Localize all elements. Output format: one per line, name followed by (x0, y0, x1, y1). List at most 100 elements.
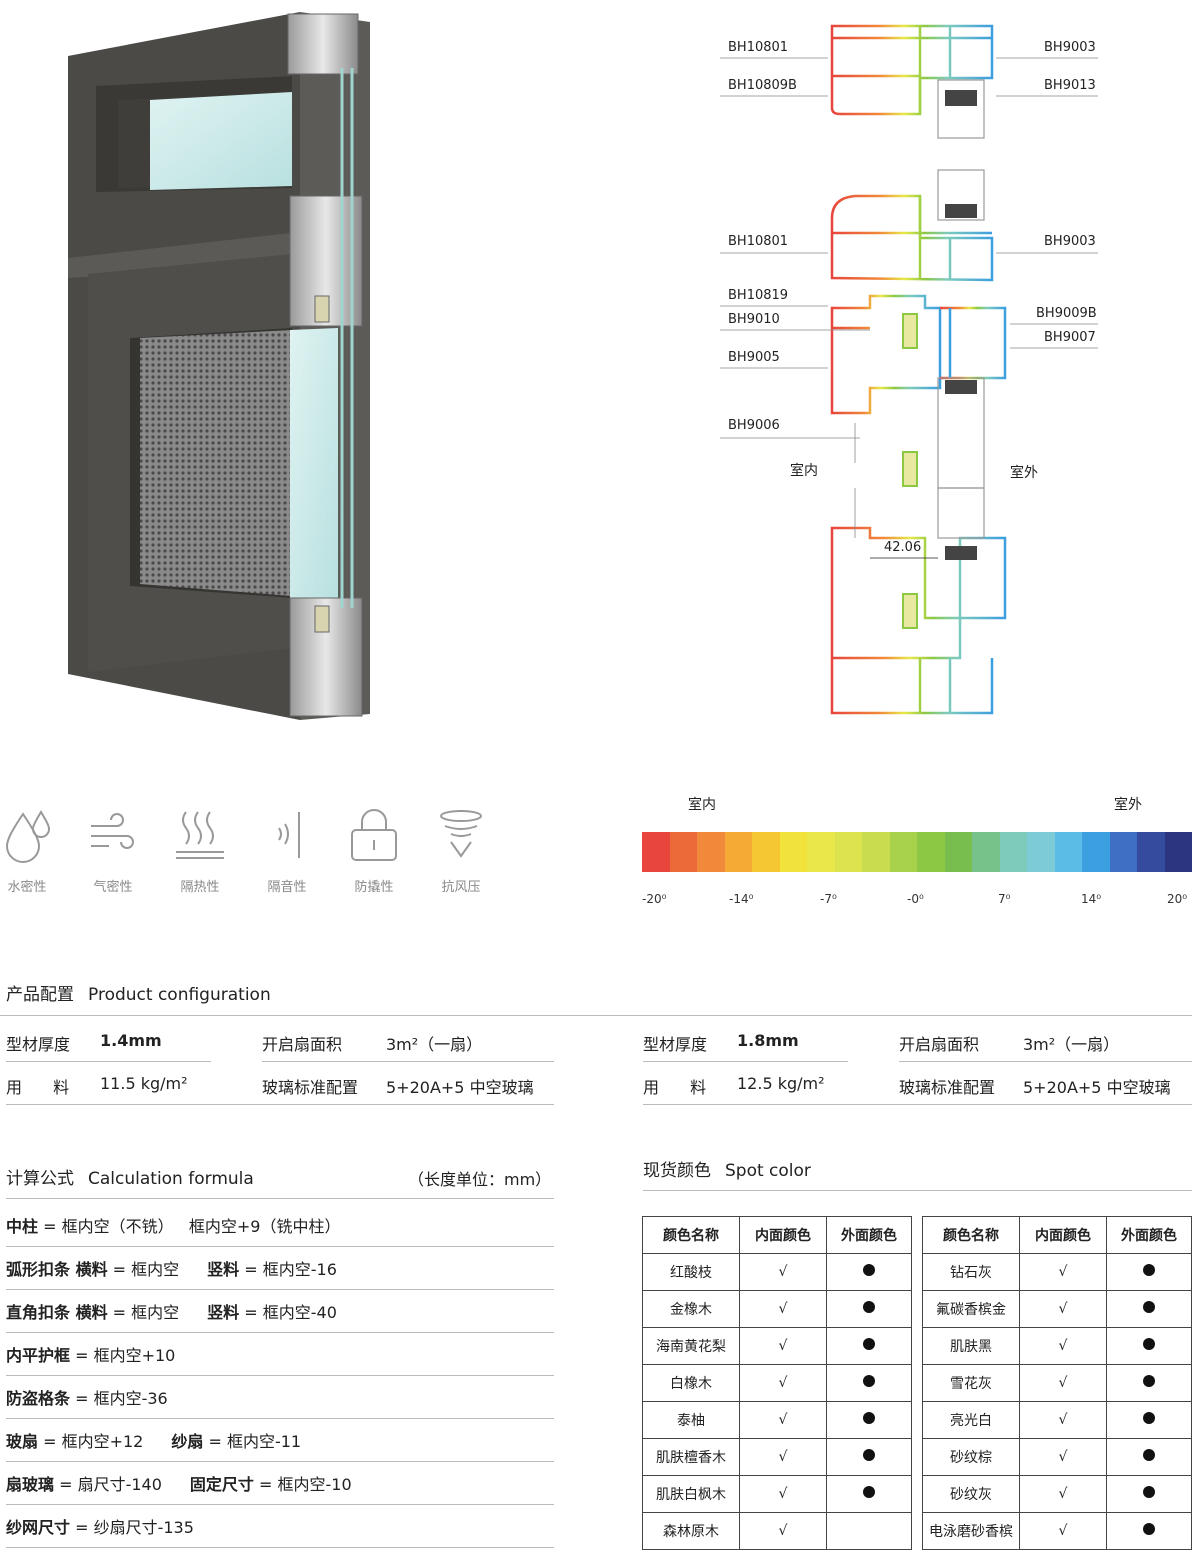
formula-value: = 框内空-10 (253, 1475, 352, 1494)
formula-key: 中柱 (6, 1217, 39, 1236)
lock-icon (351, 809, 397, 861)
check-mark: √ (1058, 1486, 1068, 1502)
formula-value: = 框内空-40 (239, 1303, 337, 1322)
sound-icon (278, 812, 300, 858)
temperature-color-scale (642, 832, 1192, 872)
feature-wind-pressure: 抗风压 (426, 808, 496, 895)
check-mark: √ (1058, 1338, 1068, 1354)
label-outdoor: 室外 (1010, 465, 1038, 481)
label-bh9013: BH9013 (1044, 78, 1096, 93)
cfg-left-area-label: 开启扇面积 (262, 1035, 343, 1054)
inner-color-cell: √ (1019, 1512, 1107, 1550)
label-bh10809b: BH10809B (728, 78, 797, 93)
formula-value: = 框内空-11 (203, 1432, 302, 1451)
col-header: 外面颜色 (1106, 1216, 1192, 1254)
inner-color-cell: √ (739, 1438, 827, 1476)
temp-tick: -20⁰ (642, 892, 667, 906)
divider (262, 1061, 554, 1062)
temp-tick: 14⁰ (1081, 892, 1102, 906)
cfg-right-thickness-value: 1.8mm (737, 1031, 799, 1050)
inner-color-cell: √ (1019, 1438, 1107, 1476)
outer-color-cell (1106, 1438, 1192, 1476)
temp-color-swatch (697, 832, 725, 872)
formula-value: = 框内空 (107, 1303, 180, 1322)
temp-color-swatch (1137, 832, 1165, 872)
formula-row: 中柱 = 框内空（不铣） 框内空+9（铣中柱） (6, 1204, 554, 1247)
label-bh9010: BH9010 (728, 312, 780, 327)
col-header: 外面颜色 (826, 1216, 912, 1254)
color-row: 白橡木√ (642, 1364, 912, 1402)
inner-color-cell: √ (1019, 1401, 1107, 1439)
color-row: 砂纹棕√ (922, 1438, 1192, 1476)
color-row: 钻石灰√ (922, 1253, 1192, 1291)
dimension-label: 42.06 (884, 540, 922, 555)
formula-row: 防盗格条 = 框内空-36 (6, 1376, 554, 1419)
outer-color-cell (1106, 1364, 1192, 1402)
cfg-right-thickness-label: 型材厚度 (643, 1035, 708, 1054)
formula-value: = 纱扇尺寸-135 (70, 1518, 194, 1537)
formula-key: 纱扇 (171, 1432, 204, 1451)
outer-color-cell (826, 1327, 912, 1365)
label-bh9009b: BH9009B (1036, 306, 1097, 321)
temp-color-swatch (1054, 832, 1082, 872)
formula-value: = 框内空-16 (239, 1260, 337, 1279)
divider (643, 1190, 1192, 1191)
check-mark: √ (778, 1523, 788, 1539)
feature-label: 气密性 (93, 880, 133, 895)
col-header: 颜色名称 (922, 1216, 1020, 1254)
inner-color-cell: √ (739, 1327, 827, 1365)
config-title-en: Product configuration (88, 985, 271, 1005)
cfg-left-material-label: 用 料 (6, 1078, 70, 1097)
formula-title-en: Calculation formula (88, 1169, 254, 1189)
available-dot-icon (1143, 1375, 1155, 1387)
temp-color-swatch (807, 832, 835, 872)
cfg-left-thickness-label: 型材厚度 (6, 1035, 71, 1054)
cfg-left-glass-value: 5+20A+5 中空玻璃 (386, 1078, 534, 1097)
available-dot-icon (1143, 1523, 1155, 1535)
color-name: 砂纹棕 (922, 1438, 1020, 1476)
temp-tick: -14⁰ (729, 892, 754, 906)
color-name: 肌肤黑 (922, 1327, 1020, 1365)
color-name: 亮光白 (922, 1401, 1020, 1439)
feature-sound-insulation: 隔音性 (252, 808, 322, 895)
available-dot-icon (1143, 1412, 1155, 1424)
tornado-icon (440, 810, 482, 858)
temp-indoor-label: 室内 (688, 797, 716, 813)
formula-value: = 框内空+12 (38, 1432, 144, 1451)
formula-value: = 框内空-36 (70, 1389, 168, 1408)
temp-color-swatch (752, 832, 780, 872)
temp-color-swatch (917, 832, 945, 872)
label-bh10819: BH10819 (728, 288, 789, 303)
available-dot-icon (1143, 1338, 1155, 1350)
divider (899, 1061, 1192, 1062)
temp-color-swatch (944, 832, 972, 872)
formula-row: 直角扣条 横料 = 框内空竖料 = 框内空-40 (6, 1290, 554, 1333)
available-dot-icon (1143, 1301, 1155, 1313)
cfg-right-glass-label: 玻璃标准配置 (899, 1078, 996, 1097)
color-name: 电泳磨砂香槟 (922, 1512, 1020, 1550)
available-dot-icon (863, 1412, 875, 1424)
formula-key: 纱网尺寸 (6, 1518, 71, 1537)
available-dot-icon (863, 1375, 875, 1387)
check-mark: √ (778, 1301, 788, 1317)
temp-color-swatch (1109, 832, 1137, 872)
temp-tick: -0⁰ (907, 892, 924, 906)
feature-label: 隔热性 (180, 880, 220, 895)
temp-color-swatch (889, 832, 917, 872)
color-name: 钻石灰 (922, 1253, 1020, 1291)
outer-color-cell (826, 1512, 912, 1550)
formula-row: 纱网尺寸 = 纱扇尺寸-135 (6, 1505, 554, 1548)
label-bh9007: BH9007 (1044, 330, 1096, 345)
outer-color-cell (826, 1290, 912, 1328)
divider (6, 1104, 554, 1105)
check-mark: √ (1058, 1523, 1068, 1539)
color-row: 电泳磨砂香槟 √ (922, 1512, 1192, 1550)
color-row: 肌肤黑 √ (922, 1327, 1192, 1365)
temp-color-swatch (724, 832, 752, 872)
color-row: 肌肤白枫木√ (642, 1475, 912, 1513)
outer-color-cell (1106, 1290, 1192, 1328)
color-name: 金橡木 (642, 1290, 740, 1328)
